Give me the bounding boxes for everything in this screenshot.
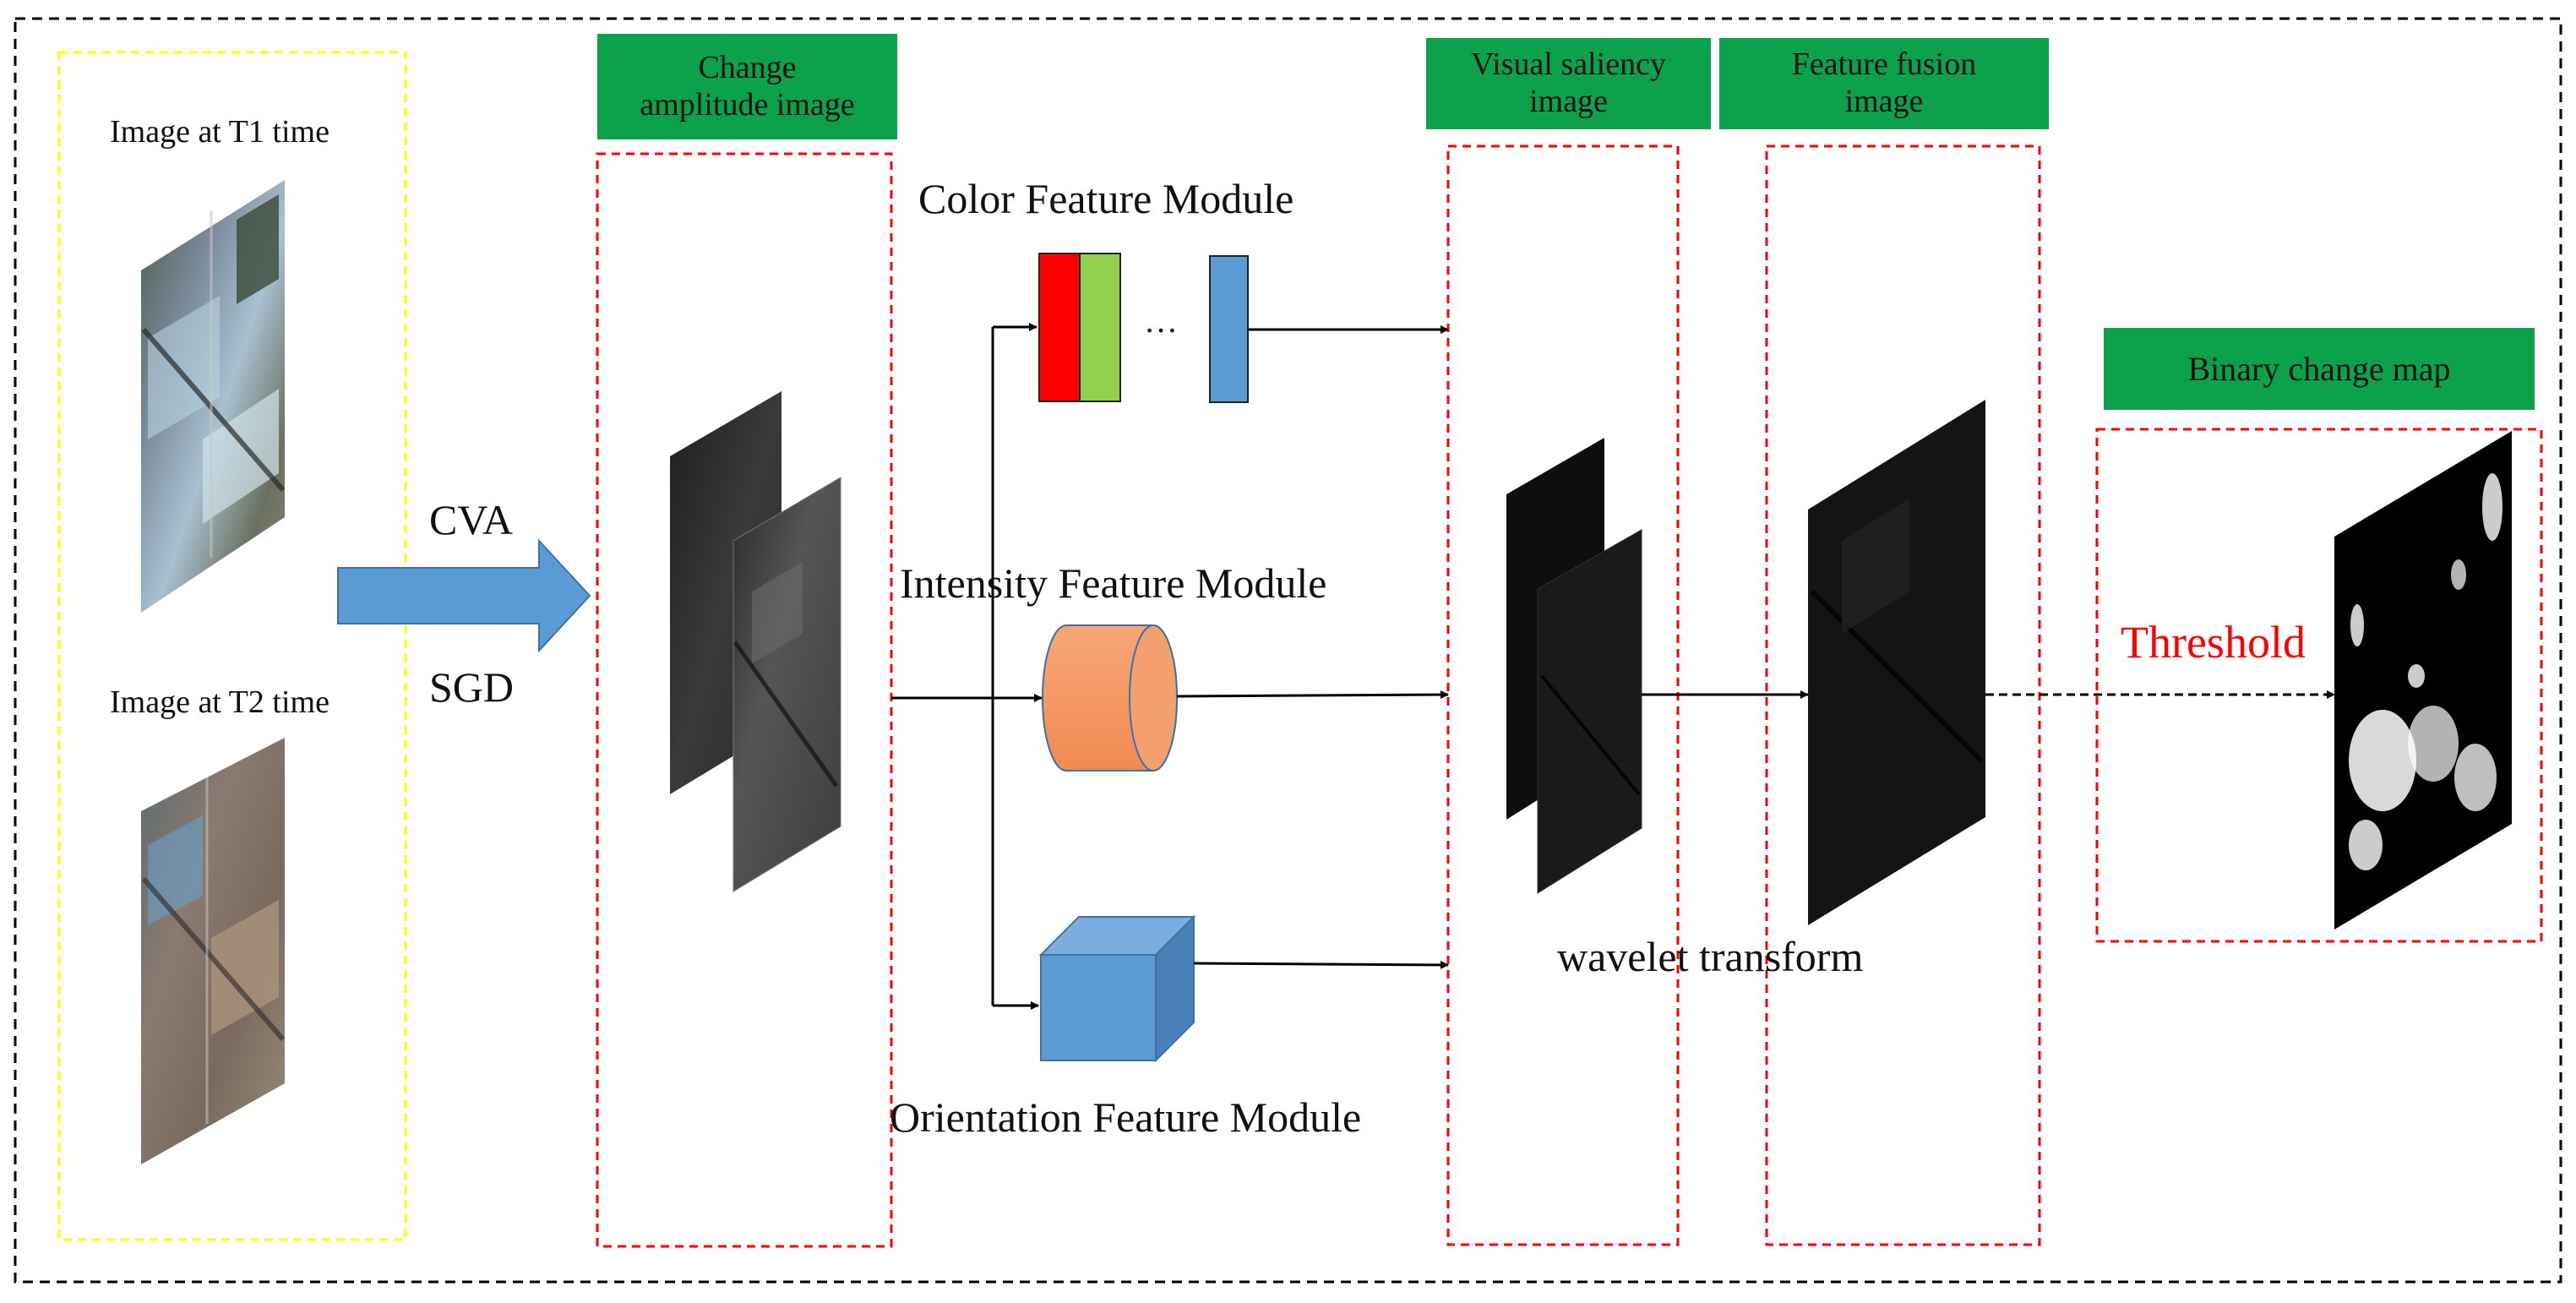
- binary-change-map-box: [2095, 428, 2543, 943]
- color-feature-ellipsis: …: [1144, 302, 1178, 340]
- color-bar-green: [1079, 253, 1121, 402]
- feature-fusion-header: Feature fusion image: [1719, 38, 2049, 129]
- visual-saliency-header-line1: Visual saliency: [1471, 46, 1666, 83]
- threshold-label: Threshold: [2121, 617, 2306, 668]
- intensity-to-saliency-arrow: [1176, 690, 1449, 700]
- orientation-cube: [1038, 914, 1196, 1063]
- orientation-feature-module-label: Orientation Feature Module: [890, 1093, 1362, 1141]
- orientation-to-saliency-arrow: [1193, 960, 1449, 969]
- visual-saliency-image-stack: [1506, 438, 1642, 894]
- visual-saliency-header: Visual saliency image: [1426, 38, 1711, 129]
- feature-fusion-header-line1: Feature fusion: [1791, 46, 1977, 83]
- color-bar-blue: [1209, 255, 1249, 403]
- wavelet-transform-label: wavelet transform: [1557, 933, 1864, 980]
- feature-fusion-header-line2: image: [1844, 84, 1924, 119]
- intensity-feature-module-label: Intensity Feature Module: [900, 559, 1327, 607]
- change-amplitude-header-line2: amplitude image: [640, 86, 855, 123]
- input-images-box: [57, 51, 407, 1241]
- change-amplitude-header: Change amplitude image: [597, 34, 897, 139]
- t2-satellite-image: [141, 738, 286, 1164]
- intensity-cylinder: [1042, 624, 1178, 771]
- change-amplitude-header-line1: Change: [698, 49, 797, 85]
- t1-image-label: Image at T1 time: [110, 114, 329, 150]
- outer-frame: [14, 17, 2562, 1284]
- color-feature-module-label: Color Feature Module: [918, 175, 1294, 222]
- visual-saliency-header-line2: image: [1529, 84, 1608, 119]
- feature-fusion-image: [1808, 400, 1985, 925]
- binary-change-map-image: [2334, 431, 2512, 930]
- t2-image-label: Image at T2 time: [110, 684, 329, 720]
- color-bar-red: [1038, 253, 1081, 402]
- binary-change-map-header-text: Binary change map: [2187, 349, 2451, 388]
- change-amplitude-image-stack: [670, 391, 841, 892]
- binary-change-map-header: Binary change map: [2104, 328, 2535, 410]
- change-amplitude-box: [596, 152, 893, 1248]
- t1-satellite-image: [141, 180, 286, 613]
- cva-label: CVA: [429, 496, 514, 543]
- cva-sgd-arrow: [337, 538, 591, 653]
- sgd-label: SGD: [429, 663, 515, 711]
